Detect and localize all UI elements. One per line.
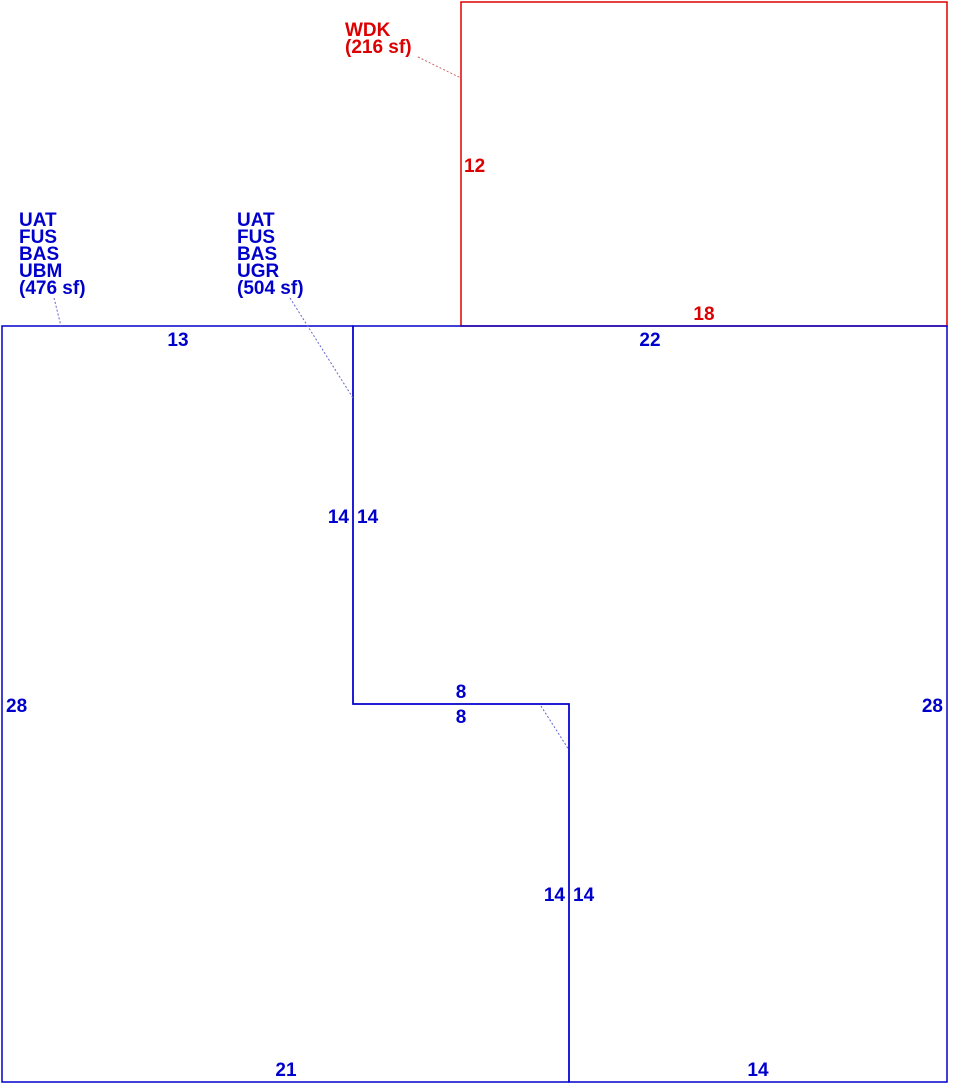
left-area-label: UAT FUS BAS UBM (476 sf): [19, 210, 86, 299]
left-area-code: BAS: [19, 244, 59, 265]
right-top-dimension: 22: [639, 330, 660, 351]
right-inner-upper-dimension: 14: [357, 507, 379, 528]
left-top-dimension: 13: [167, 330, 188, 351]
deck-outline: [460, 1, 948, 327]
deck-code: WDK: [345, 20, 391, 41]
right-area-outline: [352, 325, 948, 1083]
left-side-dimension: 28: [6, 696, 27, 717]
left-inner-upper-dimension: 14: [328, 507, 350, 528]
deck-area-sf: (216 sf): [345, 37, 412, 58]
right-side-dimension: 28: [922, 696, 943, 717]
right-bottom-dimension: 14: [747, 1060, 769, 1081]
deck-leader: [417, 56, 462, 79]
left-area-code: UBM: [19, 261, 62, 282]
deck-side-dimension: 12: [464, 156, 485, 177]
left-inner-step-dimension: 8: [456, 707, 467, 728]
left-bottom-dimension: 21: [275, 1060, 297, 1081]
right-area-code: UGR: [237, 261, 280, 282]
right-area-code: BAS: [237, 244, 277, 265]
right-area-code: FUS: [237, 227, 275, 248]
left-inner-lower-dimension: 14: [544, 885, 566, 906]
right-area-label: UAT FUS BAS UGR (504 sf): [237, 210, 304, 299]
deck-bottom-dimension: 18: [693, 304, 714, 325]
right-area-sf: (504 sf): [237, 278, 304, 299]
left-area-code: UAT: [19, 210, 57, 231]
step-leader: [540, 705, 570, 751]
left-area-code: FUS: [19, 227, 57, 248]
left-area-sf: (476 sf): [19, 278, 86, 299]
right-inner-step-dimension: 8: [456, 682, 467, 703]
right-area-code: UAT: [237, 210, 275, 231]
left-area-leader: [53, 297, 62, 327]
right-area-leader: [289, 297, 354, 399]
deck-area-label: WDK (216 sf): [345, 20, 412, 58]
right-inner-lower-dimension: 14: [573, 885, 595, 906]
